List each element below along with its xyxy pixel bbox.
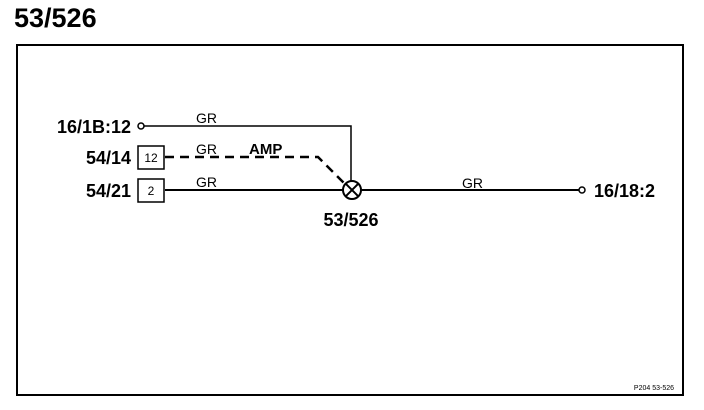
pin-number-54-21: 2 xyxy=(148,184,155,198)
page-title: 53/526 xyxy=(14,3,97,33)
splice-icon xyxy=(342,180,362,200)
connection-label-54-21: 54/21 xyxy=(86,181,131,201)
pin-number-54-14: 12 xyxy=(144,151,158,165)
connection-label-16-1b-12: 16/1B:12 xyxy=(57,117,131,137)
splice-label: 53/526 xyxy=(323,210,378,230)
pin-box-54-21 xyxy=(137,178,165,203)
connection-label-16-18-2: 16/18:2 xyxy=(594,181,655,201)
wire-color-label-w3: GR xyxy=(196,174,217,190)
terminal-ring-16-18-2 xyxy=(578,186,586,194)
pin-box-54-14 xyxy=(137,145,165,170)
wire-54-14-dashed xyxy=(165,155,348,187)
wire-color-label-w1: GR xyxy=(196,110,217,126)
page-reference: P204 53-526 xyxy=(634,385,674,392)
wire-color-label-w4: GR xyxy=(462,175,483,191)
terminal-ring-16-1b-12 xyxy=(137,122,145,130)
wire-16-1b-12 xyxy=(144,125,352,190)
connection-label-54-14: 54/14 xyxy=(86,148,131,168)
diagram-frame xyxy=(16,44,684,396)
wire-color-label-w2: GR xyxy=(196,141,217,157)
wire-note-amp: AMP xyxy=(249,141,282,158)
